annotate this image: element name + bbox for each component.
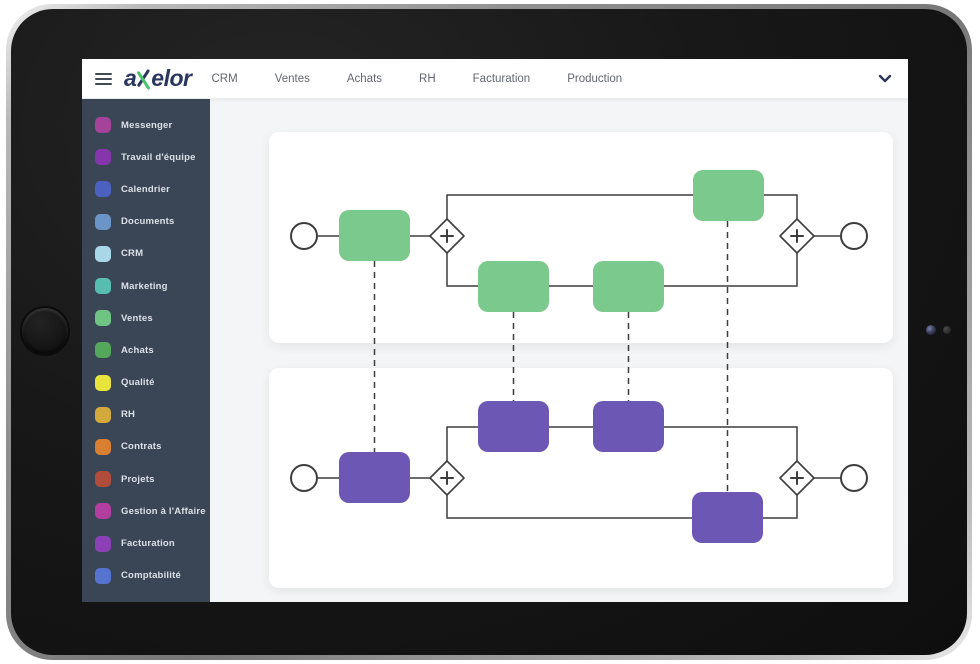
achats-icon	[95, 342, 111, 359]
nav-menu-item-rh[interactable]: RH	[419, 72, 436, 85]
sidebar-item-label: Projets	[121, 473, 155, 485]
contrats-icon	[95, 438, 111, 455]
sidebar-item-comptabilite[interactable]: Comptabilité	[82, 560, 210, 592]
gestion-a-l-affaire-icon	[95, 503, 111, 520]
sidebar-item-calendrier[interactable]: Calendrier	[82, 173, 210, 205]
sidebar-item-label: Calendrier	[121, 183, 170, 195]
home-button[interactable]	[22, 308, 68, 354]
projets-icon	[95, 471, 111, 488]
sidebar-item-label: CRM	[121, 248, 144, 260]
nav-menu-item-crm[interactable]: CRM	[211, 72, 238, 85]
nav-menu-item-facturation[interactable]: Facturation	[472, 72, 531, 85]
nav-menu-item-ventes[interactable]: Ventes	[274, 72, 310, 85]
hamburger-menu-icon[interactable]	[95, 72, 112, 85]
workflow-card-bottom	[269, 368, 893, 588]
axelor-logo: a elor	[124, 65, 192, 91]
sidebar-item-label: Qualité	[121, 377, 155, 389]
sidebar-item-achats[interactable]: Achats	[82, 334, 210, 366]
nav-menu-item-production[interactable]: Production	[567, 72, 623, 85]
sidebar-item-label: Gestion à l'Affaire	[121, 505, 206, 517]
sidebar-item-label: Contrats	[121, 441, 162, 453]
rh-icon	[95, 406, 111, 423]
marketing-icon	[95, 278, 111, 295]
logo-x-glyph	[136, 68, 151, 91]
sidebar-item-marketing[interactable]: Marketing	[82, 270, 210, 302]
nav-menu: CRM Ventes Achats RH Facturation Production	[211, 73, 622, 85]
nav-menu-item-achats[interactable]: Achats	[346, 72, 383, 85]
workflow-card-top	[269, 132, 893, 343]
messenger-icon	[95, 117, 111, 134]
sidebar-item-label: Marketing	[121, 280, 168, 292]
sidebar-item-label: Achats	[121, 344, 154, 356]
main-content	[210, 99, 908, 602]
front-camera	[926, 325, 936, 335]
travail-d-equipe-icon	[95, 149, 111, 166]
sidebar-item-facturation[interactable]: Facturation	[82, 527, 210, 559]
sidebar-item-messenger[interactable]: Messenger	[82, 109, 210, 141]
sidebar-item-label: Messenger	[121, 119, 173, 131]
logo-text-start: a	[124, 65, 137, 91]
logo-text-end: elor	[151, 65, 192, 91]
sidebar-item-ventes[interactable]: Ventes	[82, 302, 210, 334]
qualite-icon	[95, 374, 111, 391]
comptabilite-icon	[95, 567, 111, 584]
documents-icon	[95, 213, 111, 230]
sidebar-item-rh[interactable]: RH	[82, 399, 210, 431]
sidebar-item-travail-d-equipe[interactable]: Travail d'équipe	[82, 141, 210, 173]
sidebar-item-gestion-a-l-affaire[interactable]: Gestion à l'Affaire	[82, 495, 210, 527]
sidebar-item-label: Documents	[121, 216, 175, 228]
sidebar-item-label: RH	[121, 409, 136, 421]
top-navbar: a elor CRM Ventes Achats RH Facturation Produ…	[82, 59, 908, 99]
sidebar-item-label: Facturation	[121, 538, 175, 550]
light-sensor	[943, 326, 951, 334]
crm-icon	[95, 245, 111, 262]
chevron-down-icon[interactable]	[878, 74, 892, 83]
sidebar-item-crm[interactable]: CRM	[82, 238, 210, 270]
sidebar-item-label: Travail d'équipe	[121, 151, 196, 163]
ventes-icon	[95, 310, 111, 327]
sidebar-item-label: Comptabilité	[121, 570, 181, 582]
sidebar-item-contrats[interactable]: Contrats	[82, 431, 210, 463]
sidebar-item-documents[interactable]: Documents	[82, 206, 210, 238]
sidebar-item-qualite[interactable]: Qualité	[82, 367, 210, 399]
calendrier-icon	[95, 181, 111, 198]
sidebar-item-projets[interactable]: Projets	[82, 463, 210, 495]
facturation-icon	[95, 535, 111, 552]
sidebar-item-label: Ventes	[121, 312, 153, 324]
